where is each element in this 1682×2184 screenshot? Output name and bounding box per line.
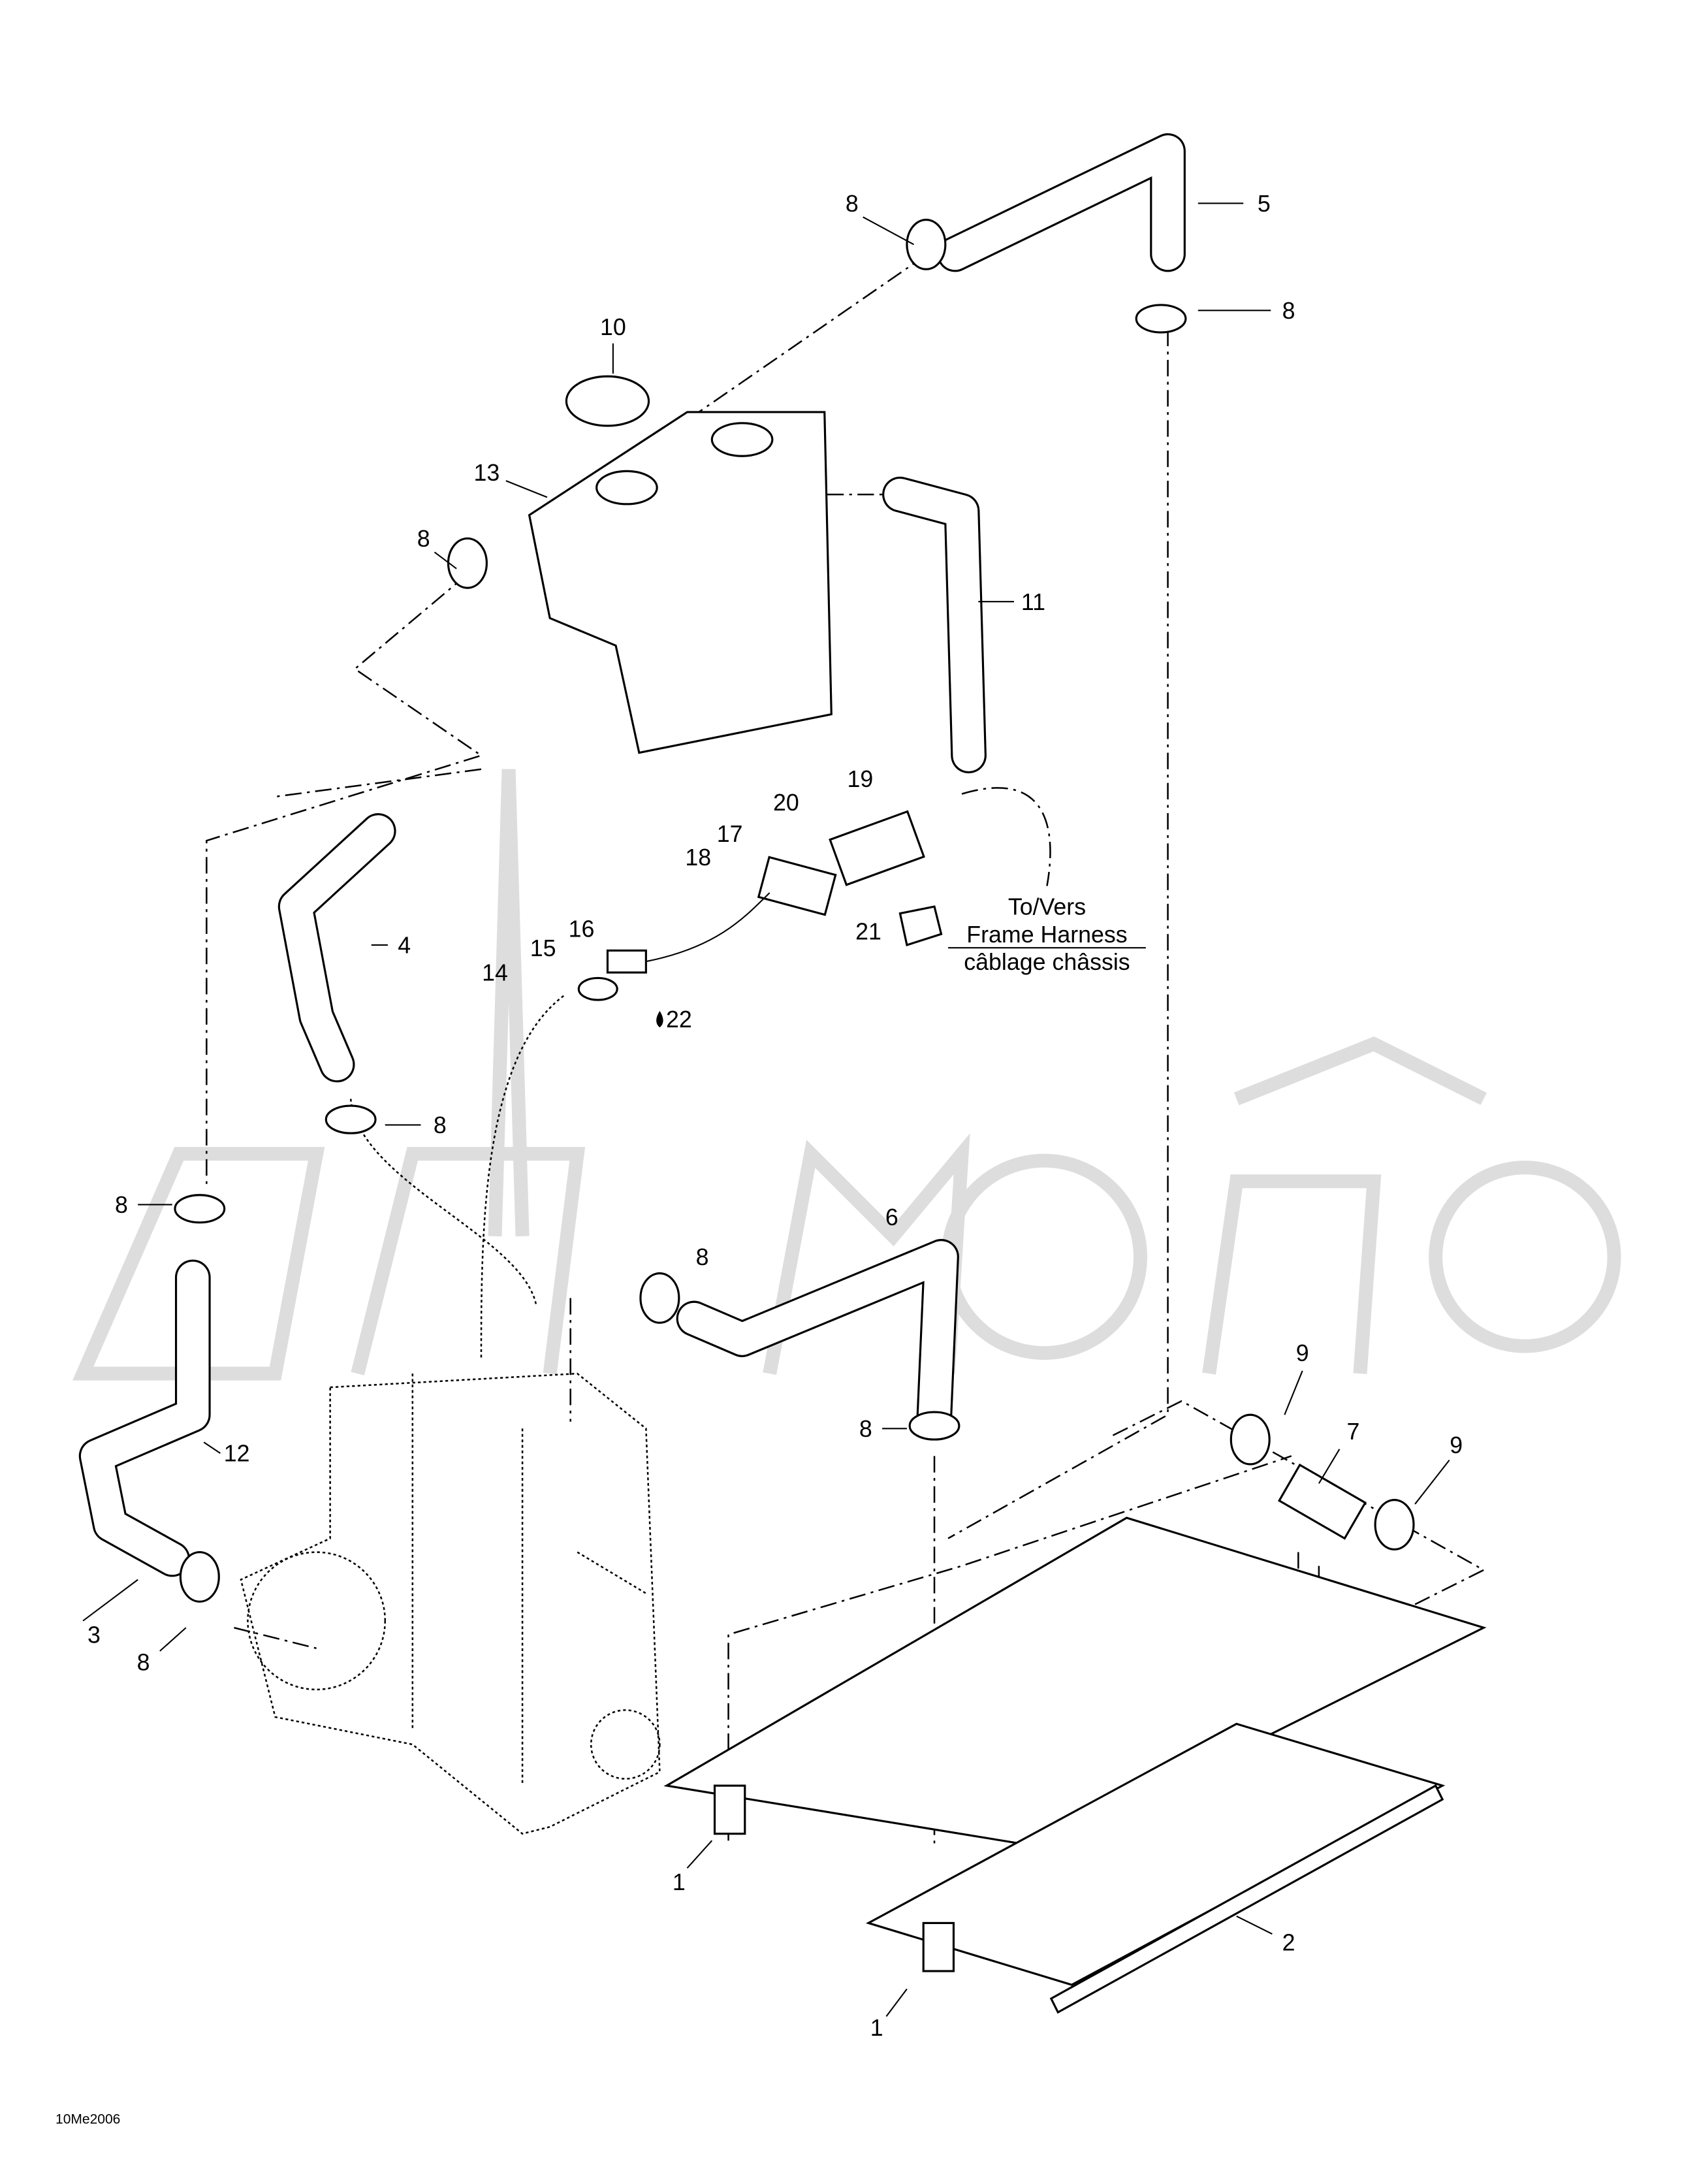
callout-21: 21 <box>855 919 881 945</box>
callout-6: 6 <box>885 1204 898 1230</box>
note-line-3: câblage châssis <box>964 949 1130 975</box>
callout-10: 10 <box>600 314 626 340</box>
callout-3: 3 <box>87 1622 101 1648</box>
callout-16: 16 <box>569 916 595 942</box>
callout-8: 8 <box>434 1112 447 1138</box>
leader-lines <box>82 202 1450 2017</box>
callout-9: 9 <box>1450 1432 1463 1458</box>
radiator-cap <box>565 375 650 427</box>
callout-17: 17 <box>717 821 743 847</box>
note-line-2: Frame Harness <box>966 922 1127 948</box>
note-line-1: To/Vers <box>1008 894 1086 920</box>
callout-13: 13 <box>474 460 500 486</box>
diagram-code: 10Me2006 <box>56 2112 120 2127</box>
callout-8: 8 <box>137 1649 150 1675</box>
frame-harness-note: To/Vers Frame Harness câblage châssis <box>948 894 1146 975</box>
callout-8: 8 <box>859 1416 872 1442</box>
callout-1: 1 <box>870 2015 883 2041</box>
callout-15: 15 <box>530 935 556 961</box>
protector-strip <box>1049 1784 1444 2014</box>
callout-18: 18 <box>685 844 711 871</box>
callout-7: 7 <box>1347 1419 1360 1445</box>
callout-20: 20 <box>773 790 799 816</box>
callout-8: 8 <box>1282 298 1295 324</box>
callout-8: 8 <box>696 1244 709 1270</box>
drop-icon <box>656 1010 663 1028</box>
hoses <box>78 133 1367 1577</box>
callout-14: 14 <box>482 960 508 986</box>
callout-8: 8 <box>846 191 859 217</box>
callout-19: 19 <box>848 766 874 792</box>
callout-8: 8 <box>417 526 430 552</box>
engine <box>240 1372 661 1835</box>
callout-22: 22 <box>666 1006 692 1033</box>
callout-2: 2 <box>1282 1929 1295 1955</box>
callout-11: 11 <box>1021 589 1045 615</box>
callout-12: 12 <box>224 1441 250 1467</box>
hose-clamps <box>174 218 1415 1603</box>
sensor-harness <box>577 810 943 1001</box>
callout-1: 1 <box>673 1869 686 1895</box>
callout-8: 8 <box>115 1192 128 1218</box>
callout-5: 5 <box>1258 191 1271 217</box>
radiators <box>663 1517 1487 2014</box>
callout-9: 9 <box>1296 1340 1309 1366</box>
coolant-reservoir <box>528 375 833 754</box>
callout-labels: 8 5 8 10 13 8 11 19 20 17 18 16 15 4 14 … <box>87 191 1463 2041</box>
callout-4: 4 <box>398 933 411 959</box>
